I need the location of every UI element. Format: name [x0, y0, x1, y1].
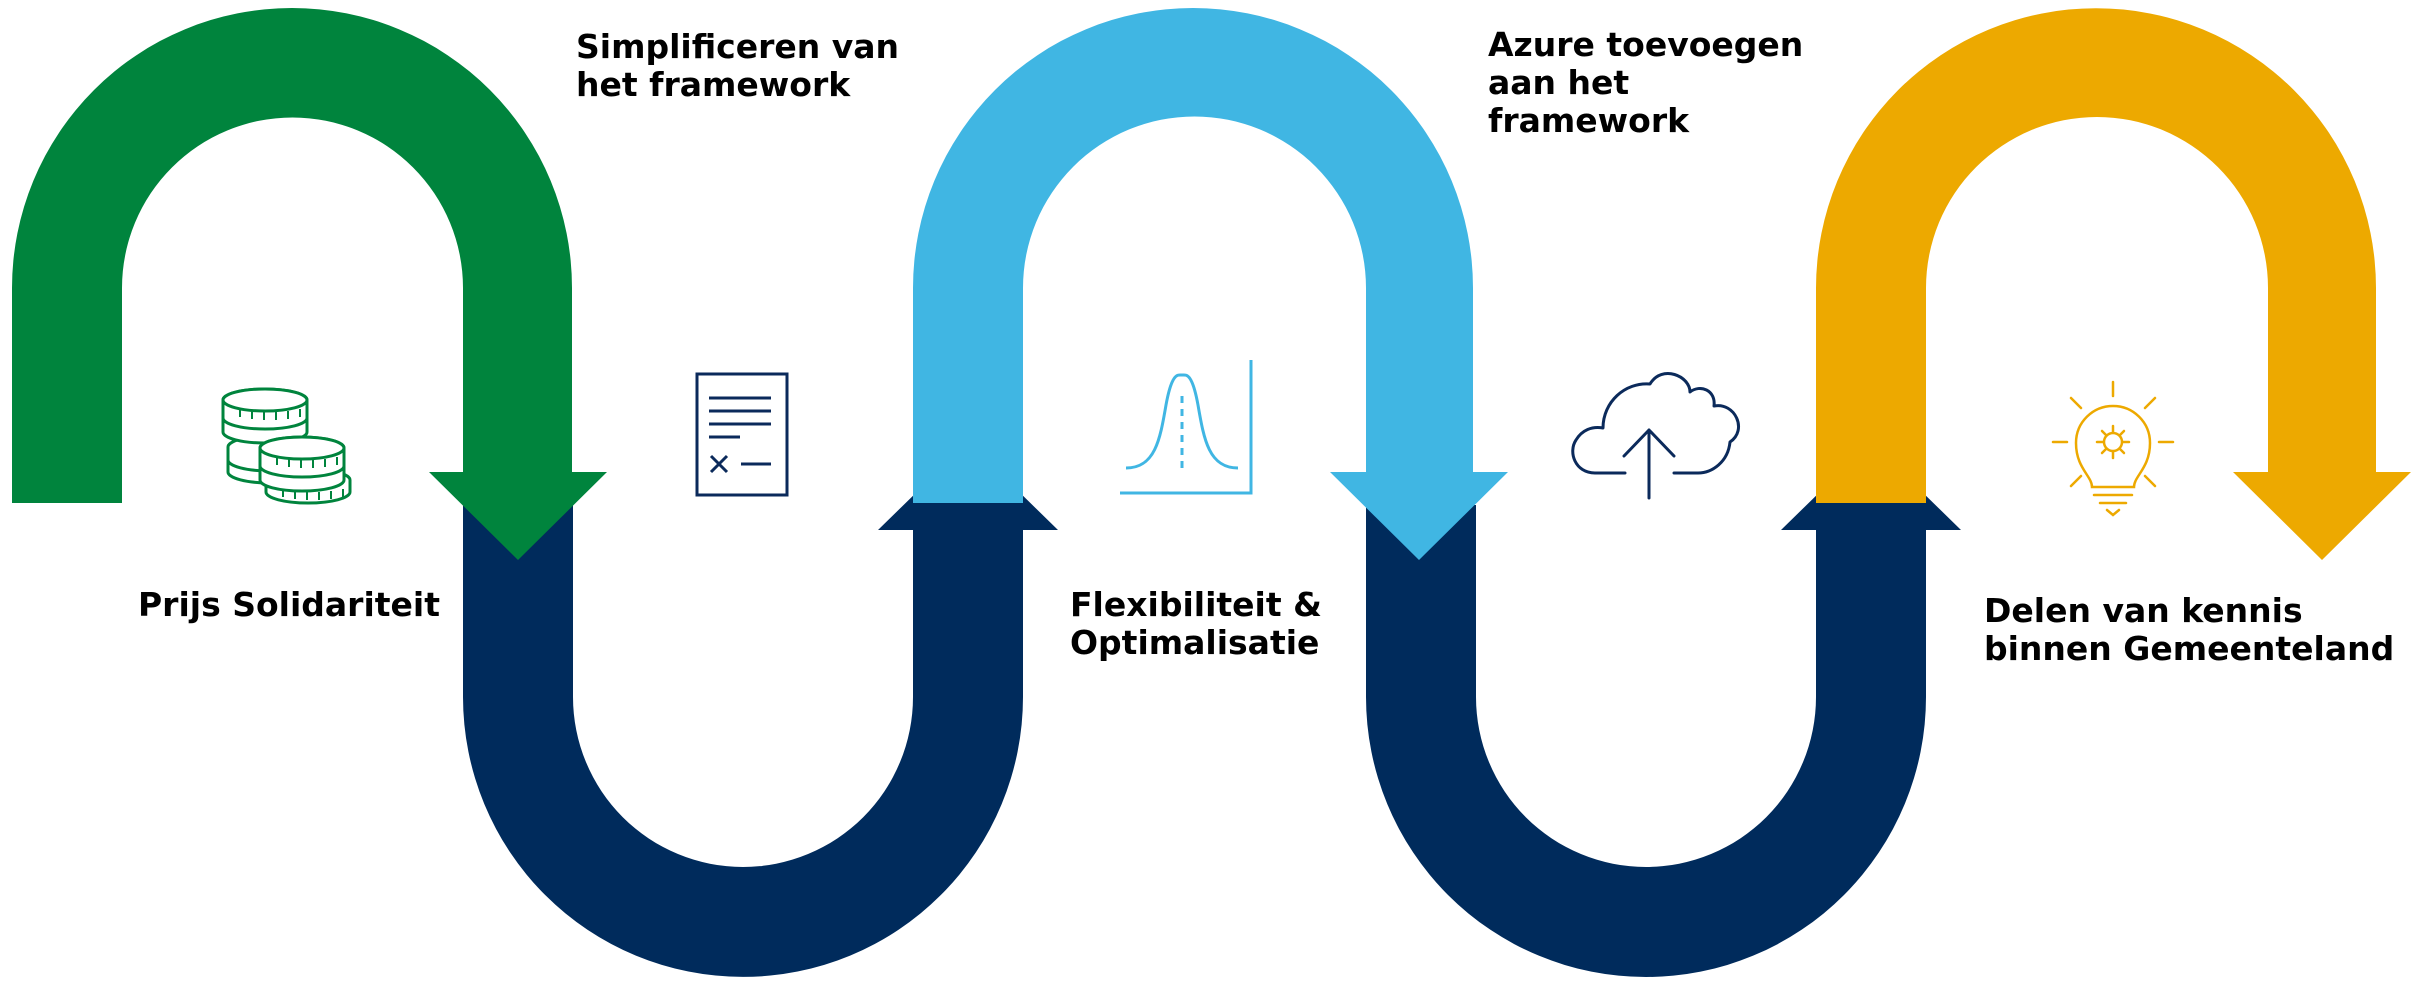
checklist-document-icon	[695, 372, 789, 497]
step-label-prijs-solidariteit: Prijs Solidariteit	[138, 585, 440, 624]
cloud-upload-icon	[1571, 372, 1741, 500]
flow-arrow-navy-2	[1366, 442, 1961, 977]
lightbulb-gear-icon	[2051, 380, 2175, 517]
step-label-delen-van-kennis: Delen van kennis binnen Gemeenteland	[1984, 591, 2395, 668]
coins-icon	[221, 387, 352, 505]
flow-arrow-light-blue	[913, 8, 1508, 560]
flow-arrow-navy-1	[463, 442, 1058, 977]
bell-curve-chart-icon	[1120, 360, 1253, 495]
step-label-azure: Azure toevoegen aan het framework	[1488, 25, 1804, 140]
flow-arrow-gold	[1816, 8, 2411, 561]
step-label-simplificeren: Simplificeren van het framework	[576, 27, 900, 104]
flow-arrow-green	[12, 8, 607, 560]
step-label-flexibiliteit: Flexibiliteit & Optimalisatie	[1070, 585, 1322, 662]
